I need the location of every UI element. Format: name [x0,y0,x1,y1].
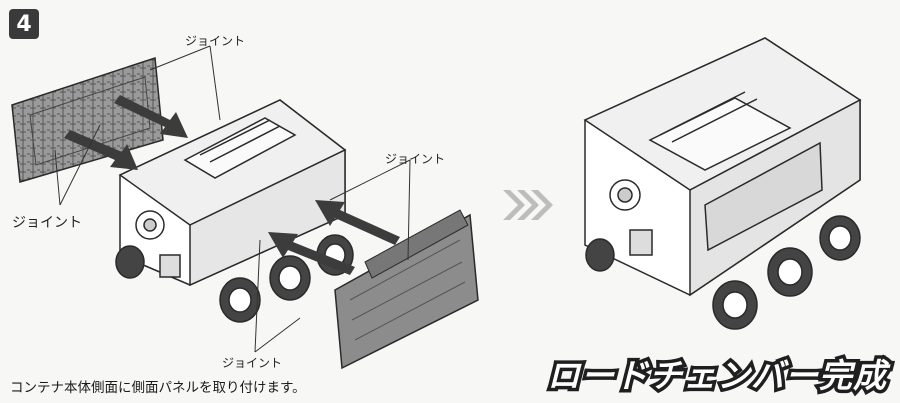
vehicle-assembly [115,99,354,323]
joint-leader-lines [54,45,411,353]
joint-label-right: ジョイント [385,152,446,166]
assembly-arrows [64,95,400,275]
left-side-panel [11,56,164,183]
step-number-badge: 4 [9,9,39,39]
instruction-text: コンテナ本体側面に側面パネルを取り付けます。 [10,380,306,396]
right-side-panel [334,209,479,370]
joint-label-top: ジョイント [185,34,246,48]
completed-vehicle [583,37,862,330]
chevron-arrow-icon [503,190,553,220]
completion-title-text: ロードチェンバー完成 [547,356,891,395]
completion-title: ロードチェンバー完成 [544,353,894,399]
joint-label-bottom: ジョイント [222,356,283,370]
joint-label-left: ジョイント [12,215,82,231]
